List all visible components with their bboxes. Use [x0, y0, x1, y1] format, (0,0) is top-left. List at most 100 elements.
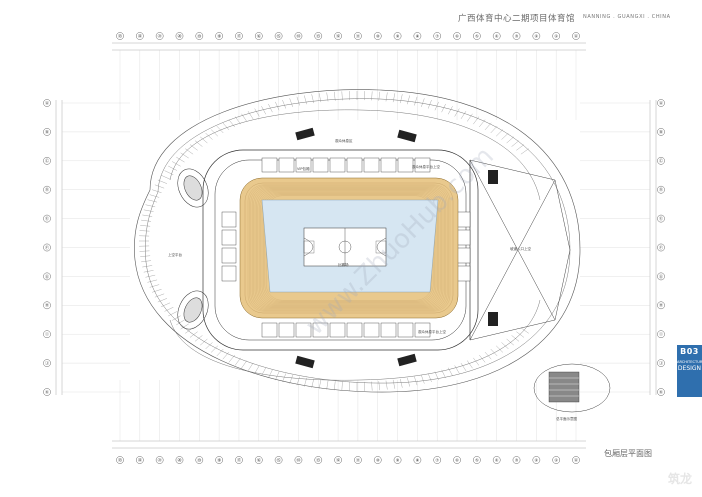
facade-rib [222, 351, 230, 360]
facade-rib [467, 113, 473, 122]
facade-rib [154, 184, 165, 189]
axis-label: ⑫ [336, 32, 340, 38]
axis-bubble [215, 32, 223, 40]
facade-rib [205, 342, 213, 350]
axis-label: ⑬ [316, 32, 320, 38]
vip-box [397, 322, 414, 338]
axis-bubble [43, 359, 51, 367]
vip-box [380, 322, 397, 338]
vip-box [380, 157, 397, 173]
facade-rib [341, 91, 343, 101]
facade-rib [473, 116, 480, 125]
axis-label: ⑧ [416, 457, 420, 462]
sheet-number: B03 [680, 347, 699, 356]
facade-rib [378, 91, 380, 101]
vip-box-rooms [221, 157, 471, 338]
axis-label: Ⓖ [45, 273, 49, 279]
axis-bubble [373, 32, 382, 40]
facade-rib [441, 369, 446, 379]
axis-bubble [532, 32, 541, 40]
facade-rib [448, 106, 453, 115]
facade-rib [152, 189, 162, 193]
facade-rib [460, 363, 467, 371]
facade-rib [172, 315, 181, 321]
facade-rib [142, 265, 153, 268]
facade-rib [460, 111, 467, 119]
west-stair-pods [177, 168, 209, 330]
facade-rib [234, 357, 241, 366]
vip-box [346, 157, 363, 173]
facade-rib [407, 377, 410, 387]
facade-rib [172, 161, 181, 167]
axis-bubble [393, 32, 402, 40]
facade-rib [414, 96, 418, 106]
axis-bubble [492, 456, 501, 464]
facade-rib [400, 378, 403, 388]
page-subtitle: NANNING . GUANGXI . CHINA [583, 14, 671, 20]
axis-bubble [354, 456, 362, 464]
facade-rib [268, 369, 273, 379]
axis-label: ⑱ [217, 456, 221, 462]
axis-label: Ⓗ [45, 302, 49, 308]
facade-rib [427, 99, 432, 109]
facade-rib [454, 365, 460, 374]
facade-rib [168, 311, 177, 317]
axis-label: ㉓ [118, 456, 122, 462]
facade-rib [205, 132, 213, 140]
vip-box [295, 157, 312, 173]
facade-rib [496, 129, 503, 137]
facade-rib [371, 91, 373, 101]
facade-rib [421, 375, 425, 384]
facade-rib [296, 376, 300, 386]
facade-rib [189, 331, 198, 338]
facade-rib [378, 381, 380, 391]
axis-label: ⑥ [455, 457, 459, 462]
facade-rib [145, 204, 156, 208]
facade-rib [496, 345, 503, 353]
axis-label: ① [554, 33, 558, 38]
vip-box [312, 157, 329, 173]
axis-label: Ⓒ [45, 157, 49, 163]
axis-bubble [657, 214, 665, 223]
axis-label: Ⓚ [45, 388, 49, 394]
label-stair-left: 上空平台 [168, 252, 182, 257]
axis-bubble [43, 99, 51, 107]
facade-rib [157, 298, 168, 303]
axis-label: ④ [495, 33, 499, 38]
facade-rib [139, 250, 150, 252]
axis-label: ⑳ [177, 456, 181, 462]
axis-bubble [136, 456, 144, 464]
axis-label: Ⓐ [574, 32, 578, 38]
axis-bubble [512, 32, 521, 40]
axis-bubble [473, 32, 481, 40]
facade-rib [189, 144, 198, 151]
label-lounge-top: 观众休息平台上空 [412, 164, 440, 169]
axis-bubble [657, 185, 665, 194]
vip-box [221, 211, 237, 228]
facade-rib [261, 106, 266, 115]
facade-rib [304, 95, 307, 105]
facade-rib [326, 92, 329, 102]
facade-rib [139, 230, 150, 232]
facade-rib [143, 270, 154, 273]
facade-rib [176, 319, 185, 326]
axis-bubble [314, 32, 323, 40]
facade-rib [434, 101, 439, 111]
axis-label: ⑭ [296, 32, 300, 38]
axis-label: Ⓔ [659, 215, 663, 221]
axis-bubble [657, 388, 665, 396]
facade-rib [448, 367, 453, 376]
axis-label: ⑬ [316, 456, 320, 462]
axis-bubble [512, 456, 521, 464]
axis-label: ⑦ [435, 33, 439, 38]
corner-logo: 筑龙 [668, 472, 693, 486]
vip-box [397, 157, 414, 173]
facade-rib [400, 94, 403, 104]
axis-bubble [43, 185, 51, 194]
axis-label: ㉒ [138, 456, 142, 462]
vip-box [295, 322, 312, 338]
axis-label: ④ [495, 457, 499, 462]
facade-rib [484, 122, 492, 131]
facade-rib [407, 95, 410, 105]
